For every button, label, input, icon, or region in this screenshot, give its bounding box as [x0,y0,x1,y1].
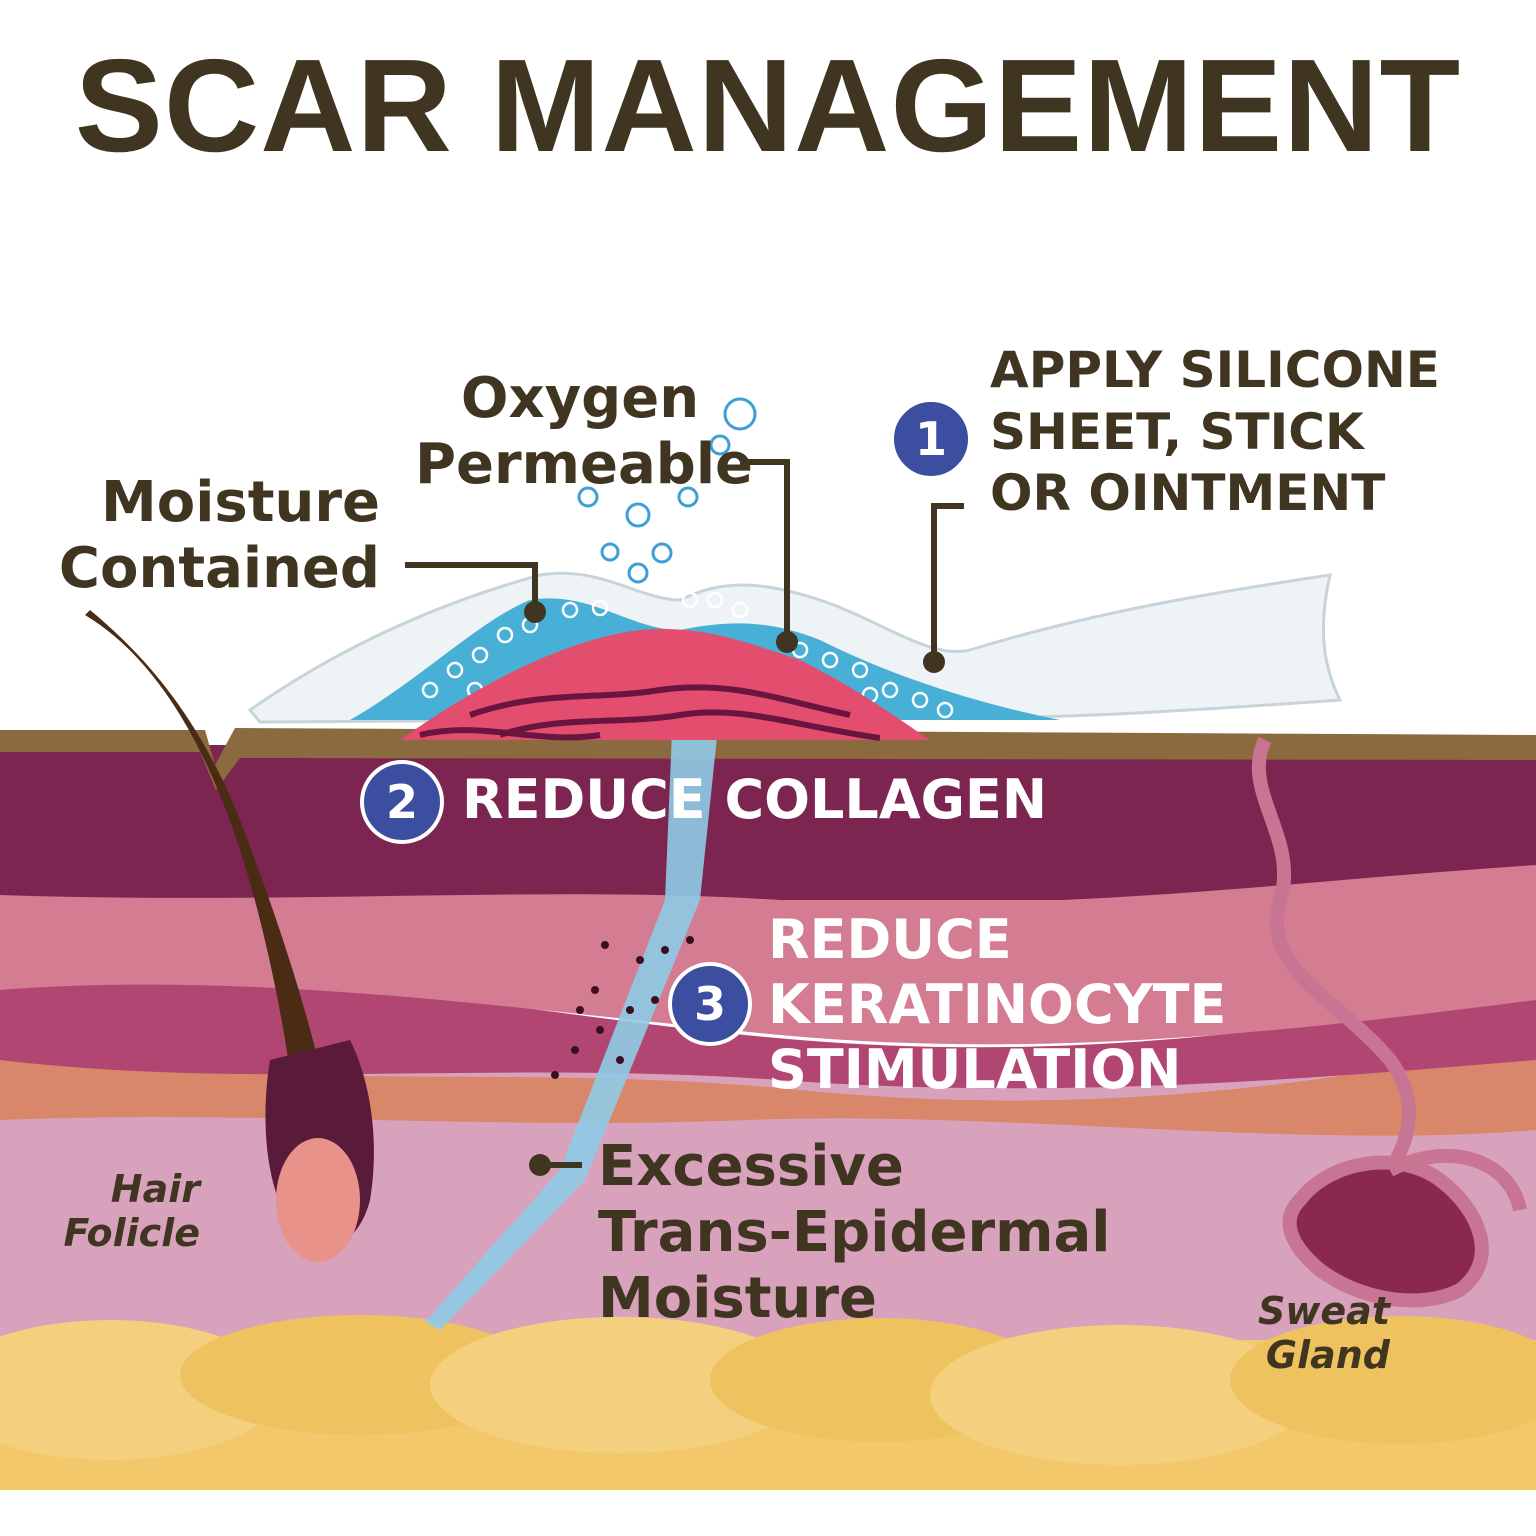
orange-band [0,1040,1536,1136]
excessive-moisture-label: Excessive Trans-Epidermal Moisture [598,1134,1111,1332]
hair-folicle-label: Hair Folicle [63,1167,201,1255]
sweat-gland-label: Sweat Gland [1257,1289,1390,1377]
step-3-label: REDUCE KERATINOCYTE STIMULATION [768,908,1227,1101]
dermis-mid-layer [0,860,1536,1045]
step-1-badge: 1 [890,398,972,480]
dermis-lower-layer [0,975,1536,1089]
step-2-label: REDUCE COLLAGEN [462,768,1048,831]
page-title: SCAR MANAGEMENT [74,32,1462,179]
step-3-badge: 3 [668,962,752,1046]
fat-layer [0,1315,1536,1490]
leader-lines [405,459,964,1168]
leader-dots [524,601,945,1176]
step-1-label: APPLY SILICONE SHEET, STICK OR OINTMENT [990,341,1440,522]
step-2-badge: 2 [360,760,444,844]
collagen-fibers [419,684,881,741]
scar-tissue [400,629,930,740]
keratinocyte-dots [551,936,694,1079]
epidermis-layer [0,728,1536,790]
sweat-gland-illustration [1251,736,1527,1308]
moisture-contained-label: Moisture Contained [58,470,380,602]
oxygen-bubbles [577,397,757,584]
oxygen-permeable-label: Oxygen Permeable [415,366,754,498]
